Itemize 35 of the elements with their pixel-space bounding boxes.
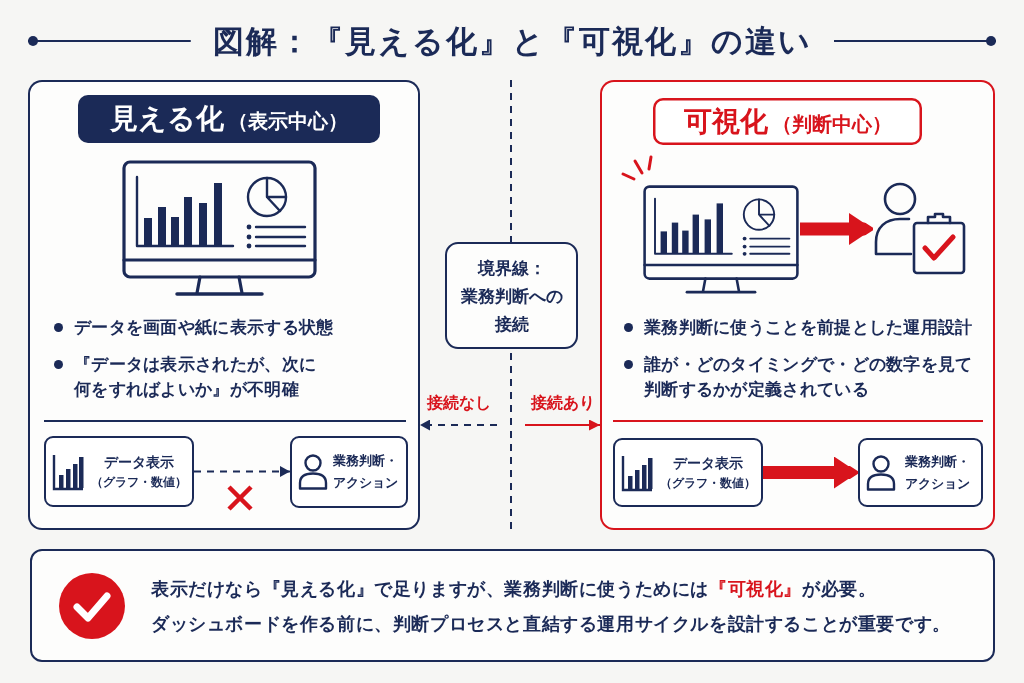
bullet-text: 『データは表示されたが、次に何をすればよいか』が不明確 bbox=[74, 353, 318, 401]
bullet-text: データを画面や紙に表示する状態 bbox=[74, 316, 334, 339]
box-label: 業務判断・アクション bbox=[904, 452, 971, 493]
boundary-box bbox=[445, 242, 578, 349]
arrow bbox=[193, 466, 291, 477]
heading-badge bbox=[653, 98, 922, 145]
process-box bbox=[44, 436, 194, 507]
monitor-chart-illustration bbox=[620, 155, 800, 297]
bullet-text: 業務判断に使うことを前提とした運用設計 bbox=[644, 316, 973, 339]
box-label: データ表示 bbox=[672, 453, 743, 473]
summary-text: ダッシュボードを作る前に、判断プロセスと直結する運用サイクルを設計することが重要です。 bbox=[151, 611, 951, 636]
summary-text: 表示だけなら『見える化』で足りますが、業務判断に使うためには『可視化』が必要。 bbox=[151, 576, 878, 601]
process-box bbox=[613, 438, 763, 507]
comparison-panel bbox=[600, 80, 995, 530]
panel-heading: 可視化 bbox=[683, 104, 768, 139]
arrow bbox=[763, 456, 858, 489]
box-label: 業務判断・アクション bbox=[333, 452, 400, 492]
box-label: データ表示 bbox=[103, 452, 174, 472]
process-box bbox=[858, 438, 983, 507]
panel-heading: 見える化 bbox=[110, 102, 224, 136]
person-clipboard-illustration bbox=[873, 182, 968, 276]
arrow bbox=[800, 213, 873, 245]
summary-panel bbox=[30, 549, 995, 662]
bullet-text: 誰が・どのタイミングで・どの数字を見て判断するかが定義されている bbox=[644, 353, 974, 401]
heading-note: （判断中心） bbox=[771, 110, 892, 137]
comparison-panel bbox=[28, 80, 420, 530]
heading-note: （表示中心） bbox=[228, 108, 348, 134]
boundary-label: 境界線：業務判断への接続 bbox=[459, 256, 564, 336]
arrow bbox=[525, 419, 600, 431]
box-sublabel: （グラフ・数値） bbox=[659, 474, 756, 492]
page-title: 図解：『見える化』と『可視化』の違い bbox=[212, 22, 812, 61]
box-sublabel: （グラフ・数値） bbox=[90, 473, 187, 491]
heading-badge bbox=[78, 95, 380, 143]
arrow bbox=[419, 419, 498, 431]
process-box bbox=[290, 436, 408, 508]
